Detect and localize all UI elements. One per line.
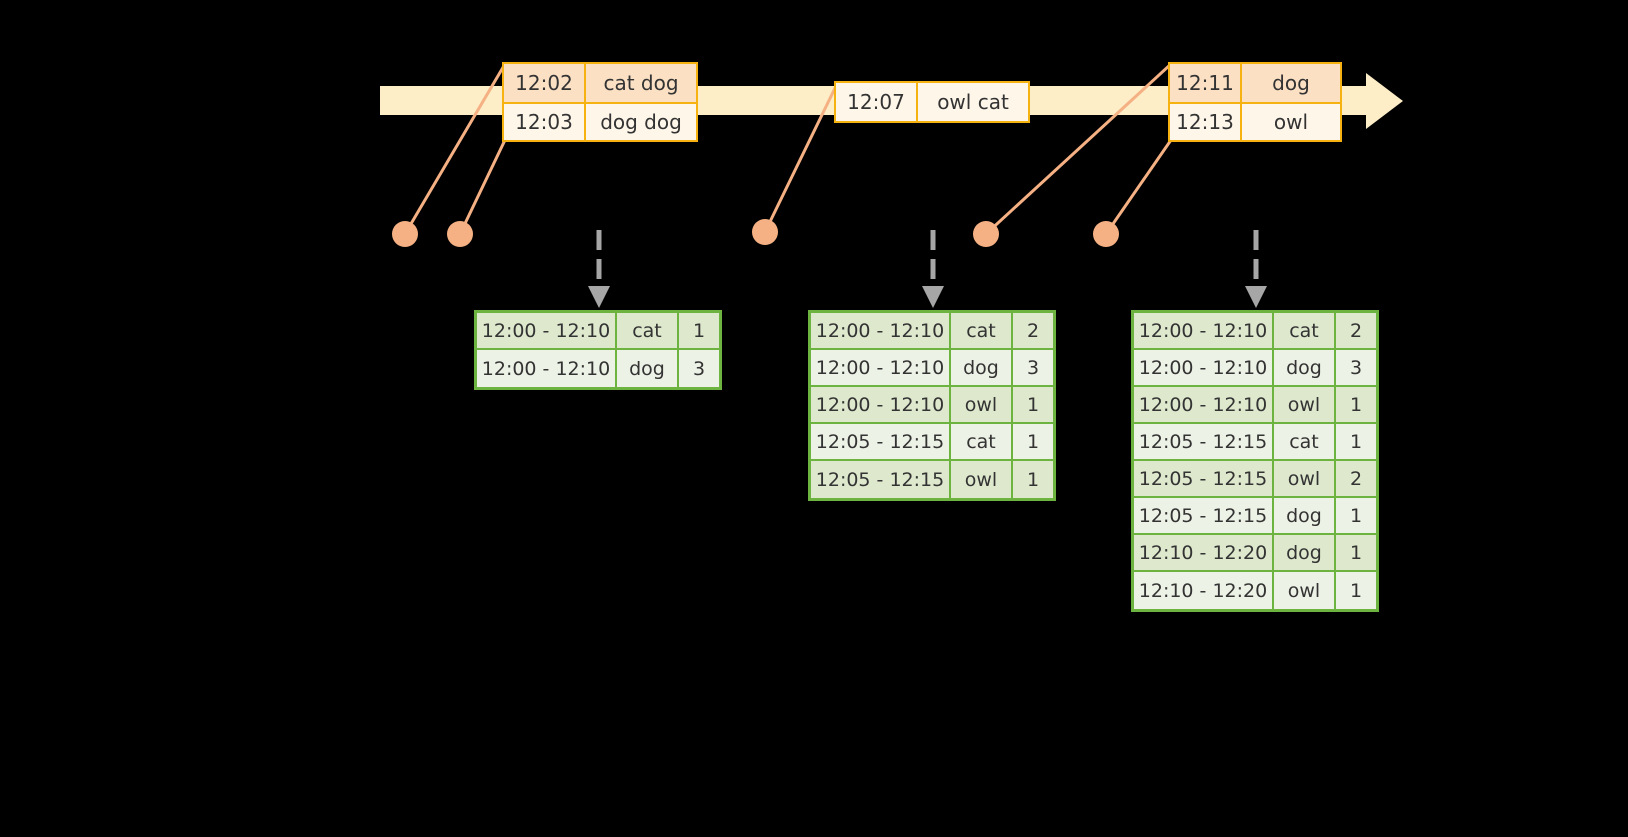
count-cell: 1: [1336, 498, 1376, 533]
connector-12-03: [458, 139, 507, 235]
timeline-arrowhead-icon: [1366, 73, 1403, 129]
word-cell: dog: [1274, 498, 1336, 533]
event-row: 12:03 dog dog: [504, 102, 696, 140]
connector-12-13: [1104, 139, 1173, 235]
event-box-3[interactable]: 12:11 dog 12:13 owl: [1168, 62, 1342, 142]
count-cell: 1: [1336, 387, 1376, 422]
word-cell: cat: [1274, 313, 1336, 348]
window-cell: 12:05 - 12:15: [1134, 498, 1274, 533]
count-cell: 1: [1336, 535, 1376, 570]
word-cell: owl: [1274, 572, 1336, 609]
window-cell: 12:05 - 12:15: [811, 424, 951, 459]
window-cell: 12:05 - 12:15: [1134, 461, 1274, 496]
window-cell: 12:00 - 12:10: [1134, 313, 1274, 348]
count-cell: 1: [1013, 424, 1053, 459]
window-cell: 12:00 - 12:10: [811, 387, 951, 422]
count-cell: 3: [679, 350, 719, 387]
count-cell: 2: [1336, 461, 1376, 496]
event-dot-12-11: [973, 221, 999, 247]
word-cell: owl: [1274, 461, 1336, 496]
event-words: dog: [1272, 71, 1310, 95]
window-cell: 12:00 - 12:10: [477, 313, 617, 348]
event-dot-12-02: [392, 221, 418, 247]
event-box-1[interactable]: 12:02 cat dog 12:03 dog dog: [502, 62, 698, 142]
count-cell: 2: [1336, 313, 1376, 348]
event-dot-12-07: [752, 219, 778, 245]
window-cell: 12:10 - 12:20: [1134, 535, 1274, 570]
event-row: 12:13 owl: [1170, 102, 1340, 140]
word-cell: owl: [951, 387, 1013, 422]
result-arrow-2-icon: [922, 230, 944, 308]
event-time: 12:07: [836, 83, 918, 121]
window-cell: 12:00 - 12:10: [1134, 387, 1274, 422]
event-words: dog dog: [600, 110, 682, 134]
count-cell: 3: [1336, 350, 1376, 385]
window-cell: 12:05 - 12:15: [1134, 424, 1274, 459]
count-cell: 1: [1013, 387, 1053, 422]
word-cell: cat: [617, 313, 679, 348]
count-cell: 3: [1013, 350, 1053, 385]
count-cell: 1: [1013, 461, 1053, 498]
event-dot-12-13: [1093, 221, 1119, 247]
event-words: owl: [1273, 110, 1309, 134]
count-cell: 1: [1336, 424, 1376, 459]
event-words: owl cat: [937, 90, 1009, 114]
result-arrow-3-icon: [1245, 230, 1267, 308]
event-time: 12:02: [504, 64, 586, 102]
word-cell: cat: [951, 313, 1013, 348]
count-cell: 1: [1336, 572, 1376, 609]
event-dot-12-03: [447, 221, 473, 247]
window-cell: 12:00 - 12:10: [811, 350, 951, 385]
event-row: 12:11 dog: [1170, 64, 1340, 102]
word-cell: dog: [1274, 535, 1336, 570]
event-row: 12:07 owl cat: [836, 83, 1028, 121]
word-cell: owl: [1274, 387, 1336, 422]
result-arrow-1-icon: [588, 230, 610, 308]
word-cell: cat: [951, 424, 1013, 459]
count-cell: 1: [679, 313, 719, 348]
count-cell: 2: [1013, 313, 1053, 348]
window-cell: 12:00 - 12:10: [477, 350, 617, 387]
window-cell: 12:05 - 12:15: [811, 461, 951, 498]
event-row: 12:02 cat dog: [504, 64, 696, 102]
window-cell: 12:10 - 12:20: [1134, 572, 1274, 609]
word-cell: dog: [1274, 350, 1336, 385]
word-cell: cat: [1274, 424, 1336, 459]
window-cell: 12:00 - 12:10: [1134, 350, 1274, 385]
event-box-2[interactable]: 12:07 owl cat: [834, 81, 1030, 123]
event-time: 12:11: [1170, 64, 1242, 102]
word-cell: dog: [617, 350, 679, 387]
word-cell: owl: [951, 461, 1013, 498]
window-cell: 12:00 - 12:10: [811, 313, 951, 348]
word-cell: dog: [951, 350, 1013, 385]
event-time: 12:03: [504, 104, 586, 140]
event-time: 12:13: [1170, 104, 1242, 140]
event-words: cat dog: [603, 71, 679, 95]
